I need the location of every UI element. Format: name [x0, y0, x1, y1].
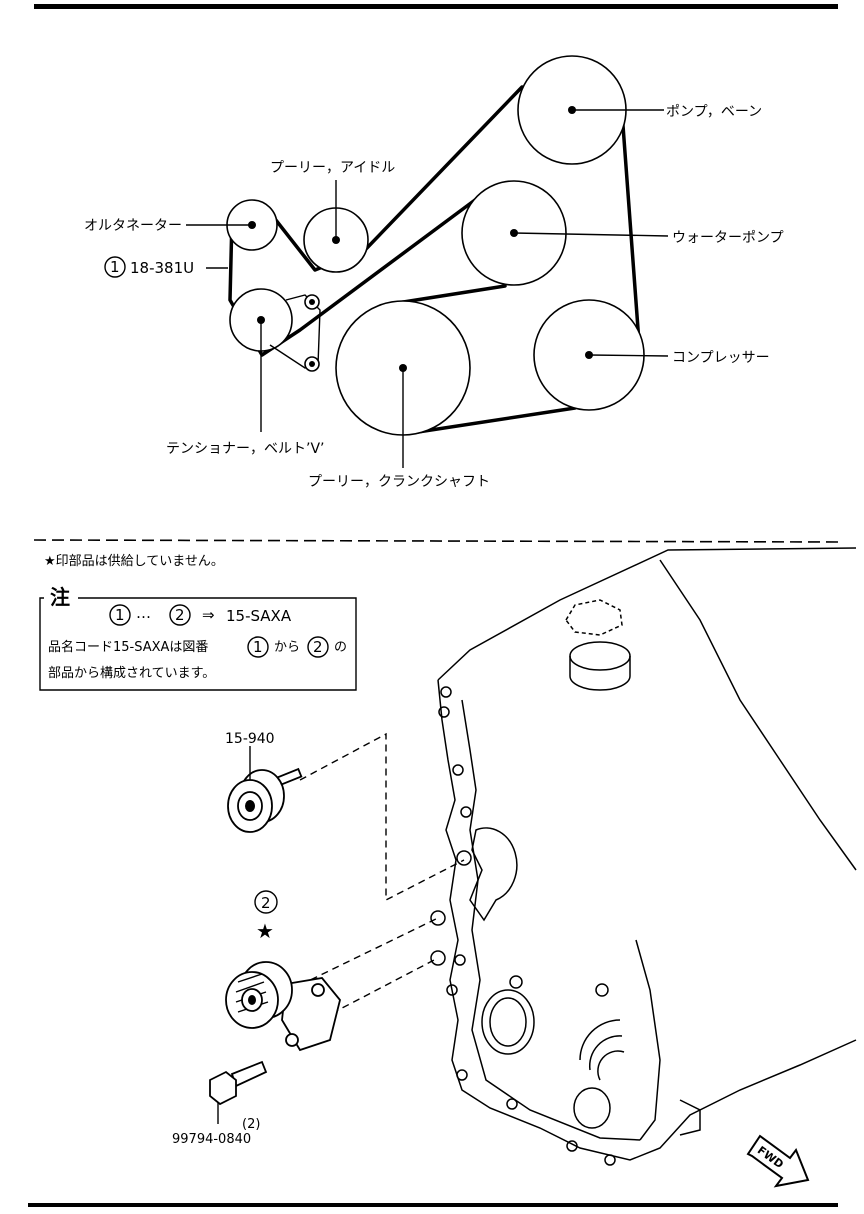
ref-number-circle [104, 256, 126, 278]
range-from: 1 [115, 606, 125, 624]
belt-routing-diagram: ポンプ，ベーン プーリー，アイドル オルタネーター ウォーターポンプ 1 18-… [84, 55, 784, 490]
label-compressor: コンプレッサー [672, 350, 770, 366]
range-dots: … [136, 604, 151, 622]
label-crank-pulley: プーリー，クランクシャフト [308, 474, 490, 490]
top-border [34, 4, 838, 9]
label-vane-pump: ポンプ，ベーン [666, 104, 762, 120]
tensioner-number: 2 [261, 894, 271, 912]
not-supplied-star: ★ [256, 919, 274, 943]
note-line2-prefix: 品名コード15-SAXAは図番 [48, 639, 208, 655]
idler-pulley-part: 15-940 [225, 731, 303, 833]
label-idler-pulley: プーリー，アイドル [270, 160, 395, 176]
note-line2-suffix: の [334, 640, 347, 655]
note-line2-mid: から [274, 640, 300, 655]
tensioner-bracket [269, 294, 321, 369]
range-to: 2 [175, 606, 185, 624]
note-line2-num2: 2 [313, 638, 323, 656]
bolt-quantity: (2) [242, 1117, 260, 1132]
range-arrow: ⇒ [202, 606, 215, 624]
label-alternator: オルタネーター [84, 218, 182, 234]
engine-front-cover [430, 547, 857, 1166]
idler-pulley-code: 15-940 [225, 731, 275, 747]
note-box [39, 597, 357, 691]
notice-section: ★印部品は供給していません。 注 1 … 2 ⇒ 15-SAXA 品名コード15… [39, 554, 357, 691]
note-title: 注 [50, 585, 70, 609]
label-tensioner: テンショナー，ベルト’V’ [166, 441, 324, 457]
label-water-pump: ウォーターポンプ [672, 230, 784, 246]
note-line3: 部品から構成されています。 [48, 666, 215, 681]
bolt-part: (2) 99794-0840 [172, 1060, 268, 1147]
tensioner-number-circle [254, 890, 278, 914]
not-supplied-note: ★印部品は供給していません。 [44, 554, 224, 569]
range-code: 15-SAXA [226, 607, 292, 625]
ref-number: 1 [110, 258, 120, 276]
bolt-code: 99794-0840 [172, 1132, 251, 1147]
ref-code-belt: 18-381U [130, 259, 194, 277]
section-separator [33, 539, 839, 543]
bottom-border [28, 1203, 838, 1207]
forward-direction-arrow: FWD [746, 1134, 810, 1188]
tensioner-assembly-part: 2 ★ [225, 890, 341, 1052]
note-line2-num1: 1 [253, 638, 263, 656]
